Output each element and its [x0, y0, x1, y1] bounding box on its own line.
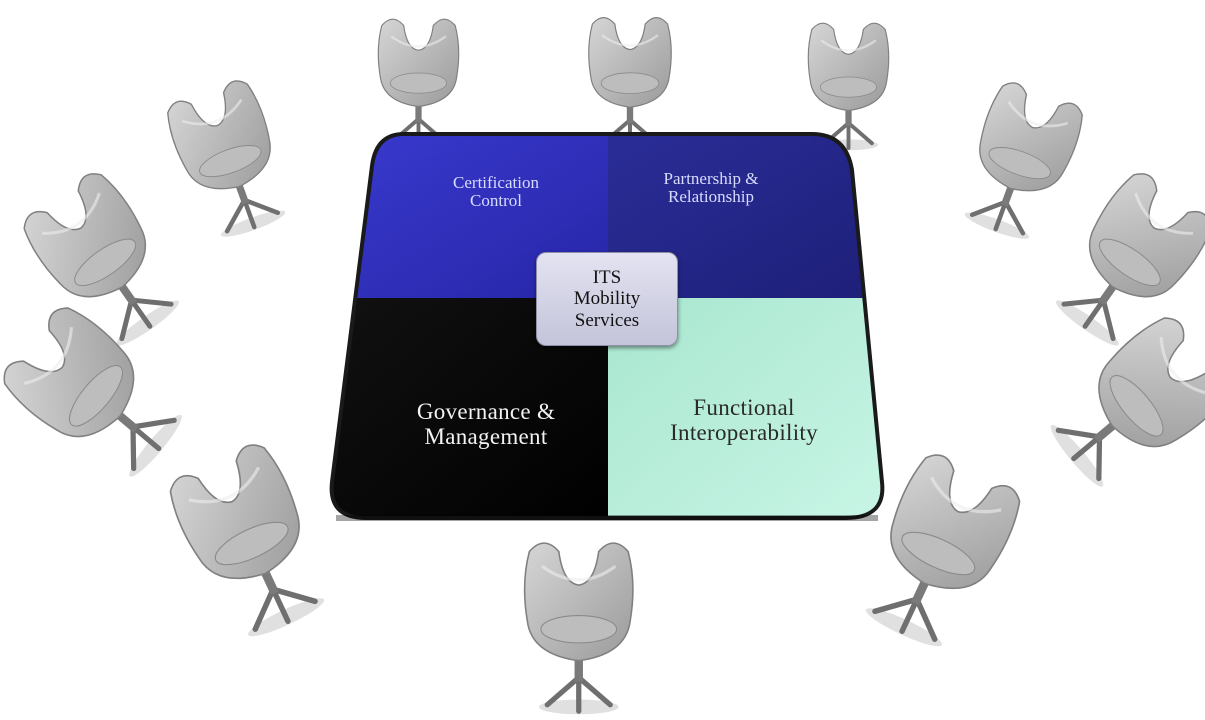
label-line: Management [424, 423, 548, 449]
label-line: Services [574, 309, 640, 331]
label-line: Interoperability [670, 419, 818, 445]
egg-chair-icon [964, 82, 1083, 239]
egg-chair-icon [1056, 173, 1205, 346]
center-hub-label: ITS Mobility Services [574, 267, 641, 332]
functional-interoperability-label: Functional Interoperability [644, 395, 844, 446]
label-line: Control [470, 191, 522, 211]
meeting-scene: Certification Control Partnership & Rela… [3, 17, 1205, 715]
label-line: Relationship [668, 187, 754, 207]
label-line: ITS [592, 266, 622, 288]
egg-chair-icon [3, 307, 182, 477]
egg-chair-icon [23, 173, 179, 346]
label-line: Certification [453, 173, 539, 192]
certification-control-label: Certification Control [411, 173, 581, 211]
center-hub-box: ITS Mobility Services [536, 252, 678, 346]
partnership-relationship-label: Partnership & Relationship [616, 169, 806, 207]
quadrant-board: Certification Control Partnership & Rela… [326, 126, 886, 526]
egg-chair-icon [169, 444, 325, 637]
governance-management-label: Governance & Management [376, 399, 596, 450]
egg-chair-icon [865, 454, 1021, 647]
label-line: Mobility [573, 288, 641, 310]
egg-chair-icon [1050, 317, 1205, 487]
board-shape [329, 132, 885, 521]
label-line: Governance & [416, 399, 556, 424]
egg-chair-icon [167, 80, 286, 237]
label-line: Partnership & [663, 169, 759, 188]
label-line: Functional [693, 395, 795, 420]
